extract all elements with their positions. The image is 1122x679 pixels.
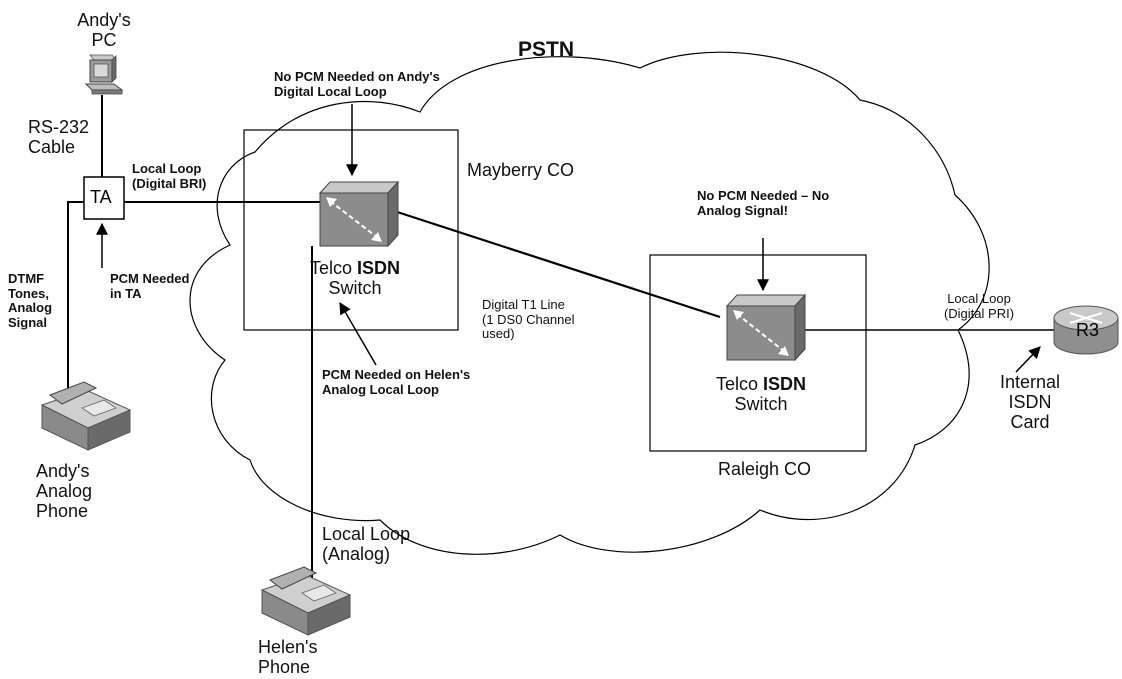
no-pcm-andy-label: No PCM Needed on Andy's Digital Local Lo…	[274, 69, 440, 99]
right-switch-label-pre: Telco	[715, 374, 763, 394]
pcm-helen-label: PCM Needed on Helen's Analog Local Loop	[322, 367, 471, 397]
no-pcm-raleigh-label: No PCM Needed – No Analog Signal!	[697, 188, 830, 218]
analog-loop-label-line1: Local Loop	[322, 524, 411, 544]
helen-phone-label-line1: Helen's	[258, 637, 318, 657]
ta-box	[83, 176, 125, 220]
phone-icon	[260, 566, 352, 636]
raleigh-co-label: Raleigh CO	[718, 459, 812, 479]
andy-phone-label-line3: Phone	[36, 501, 89, 522]
router-icon	[1053, 305, 1119, 355]
rs232-label-line2: Cable	[28, 137, 76, 158]
rs232-label-line1: RS-232	[28, 117, 90, 137]
arrow-helen-loop	[339, 301, 377, 366]
dtmf-label-line3: Analog	[8, 300, 53, 316]
dtmf-label: DTMF Tones, Analog Signal	[8, 271, 53, 330]
phone-icon	[40, 381, 132, 451]
bri-loop-label-line1: Local Loop	[132, 161, 202, 176]
pri-loop-label: Local Loop (Digital PRI)	[924, 291, 1034, 321]
dtmf-label-line2: Tones,	[8, 285, 49, 301]
rs232-label: RS-232 Cable	[28, 117, 89, 157]
right-switch-label-bold: ISDN	[763, 374, 807, 394]
arrow-isdn-card	[1015, 346, 1041, 373]
ta-label: TA	[90, 187, 112, 207]
t1-line-label-line2: (1 DS0 Channel	[482, 311, 575, 327]
analog-loop-label-line2: (Analog)	[322, 544, 391, 565]
andy-pc-label-line1: Andy's	[77, 10, 131, 30]
left-switch-label-line2: Switch	[328, 278, 382, 299]
no-pcm-andy-label-line1: No PCM Needed on Andy's	[274, 69, 440, 84]
pcm-ta-label-line1: PCM Needed	[110, 271, 190, 286]
dtmf-label-line1: DTMF	[8, 271, 45, 286]
andy-phone-label: Andy's Analog Phone	[36, 461, 92, 521]
pcm-ta-label-line2: in TA	[110, 285, 142, 301]
right-switch-label-line2: Switch	[734, 394, 788, 415]
analog-loop-label: Local Loop (Analog)	[322, 524, 410, 564]
pri-loop-label-line1: Local Loop	[947, 291, 1011, 306]
isdn-card-label-line2: ISDN	[1008, 392, 1052, 413]
andy-phone-label-line2: Analog	[36, 481, 93, 502]
mayberry-co-box	[243, 129, 459, 331]
left-switch-label-pre: Telco	[309, 258, 357, 278]
pcm-helen-label-line1: PCM Needed on Helen's	[322, 367, 471, 382]
isdn-card-label: Internal ISDN Card	[990, 372, 1070, 432]
pstn-title: PSTN	[518, 38, 575, 61]
helen-phone-label-line2: Phone	[258, 657, 311, 678]
no-pcm-raleigh-label-line2: Analog Signal!	[697, 202, 788, 218]
t1-line-label: Digital T1 Line (1 DS0 Channel used)	[482, 297, 575, 342]
isdn-card-label-line1: Internal	[999, 372, 1061, 392]
bri-loop-label: Local Loop (Digital BRI)	[132, 161, 207, 191]
right-switch-label: Telco ISDN Switch	[706, 374, 816, 414]
raleigh-co-box	[649, 254, 867, 452]
helen-phone-label: Helen's Phone	[258, 637, 317, 677]
pc-icon	[84, 54, 124, 95]
andy-phone-label-line1: Andy's	[36, 461, 90, 481]
isdn-switch-icon	[318, 180, 400, 248]
andy-pc-label-line2: PC	[91, 30, 117, 51]
t1-link	[387, 207, 721, 319]
pcm-helen-label-line2: Analog Local Loop	[322, 381, 439, 397]
no-pcm-raleigh-label-line1: No PCM Needed – No	[697, 188, 830, 203]
pri-loop-label-line2: (Digital PRI)	[943, 305, 1015, 321]
no-pcm-andy-label-line2: Digital Local Loop	[274, 83, 387, 99]
andy-pc-label: Andy's PC	[76, 10, 132, 50]
mayberry-co-label: Mayberry CO	[467, 160, 575, 180]
isdn-card-label-line3: Card	[1010, 412, 1050, 433]
router-label: R3	[1076, 320, 1100, 340]
pstn-cloud	[189, 51, 990, 555]
left-switch-label: Telco ISDN Switch	[300, 258, 410, 298]
left-switch-label-bold: ISDN	[357, 258, 401, 278]
t1-line-label-line3: used)	[482, 326, 515, 342]
isdn-switch-icon	[725, 293, 807, 362]
pcm-ta-label: PCM Needed in TA	[110, 271, 190, 301]
dtmf-label-line4: Signal	[8, 314, 48, 330]
analog-phone-link	[67, 201, 84, 395]
bri-loop-label-line2: (Digital BRI)	[132, 175, 207, 191]
t1-line-label-line1: Digital T1 Line	[482, 297, 565, 312]
